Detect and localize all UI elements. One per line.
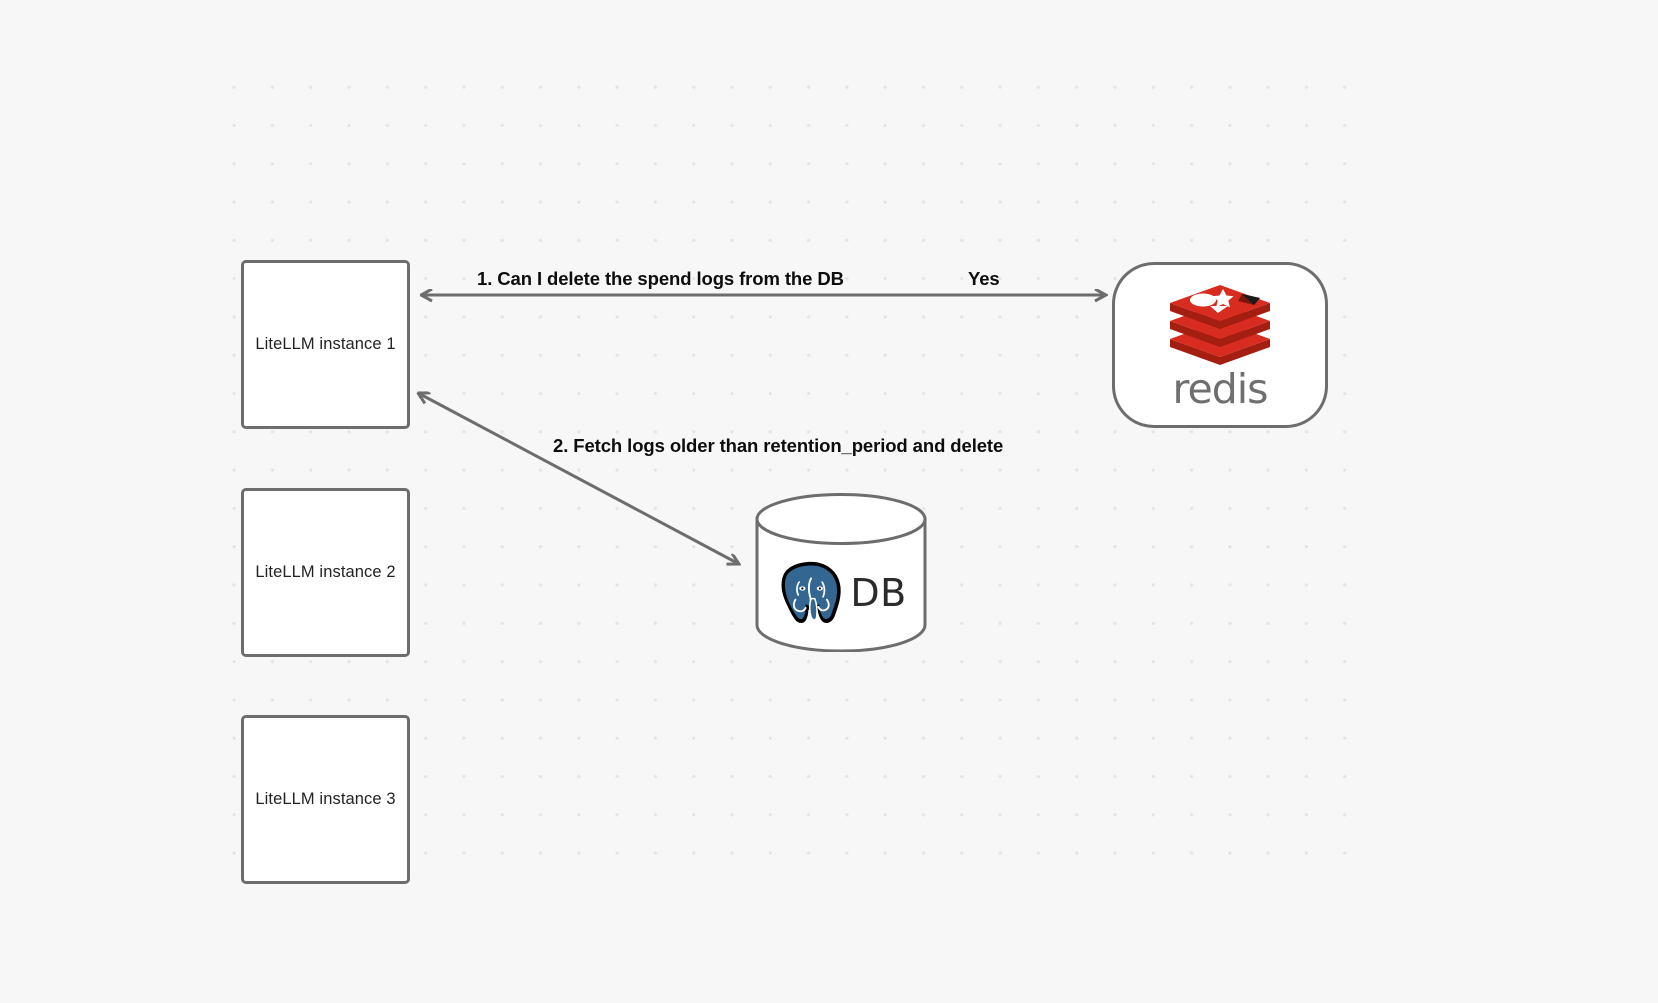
node-label: LiteLLM instance 1 [255, 335, 396, 353]
redis-stack-icon [1170, 284, 1270, 365]
node-redis[interactable]: redis [1112, 262, 1328, 428]
edge-label-step-2: 2. Fetch logs older than retention_perio… [553, 435, 1004, 456]
node-label: LiteLLM instance 2 [255, 563, 396, 581]
edge-instance1-db [418, 393, 739, 564]
redis-wordmark: redis [1172, 364, 1269, 413]
node-postgres-db[interactable]: DB [754, 492, 928, 652]
node-litellm-instance-3[interactable]: LiteLLM instance 3 [241, 715, 410, 884]
edge-label-yes: Yes [968, 268, 1000, 289]
db-logo-group: DB [754, 548, 928, 638]
postgresql-elephant-icon [781, 561, 842, 624]
node-litellm-instance-2[interactable]: LiteLLM instance 2 [241, 488, 410, 657]
node-label: LiteLLM instance 3 [255, 790, 396, 808]
redis-logo-group: redis [1166, 279, 1274, 410]
edge-label-step-1: 1. Can I delete the spend logs from the … [477, 268, 844, 289]
db-label: DB [850, 571, 907, 615]
node-litellm-instance-1[interactable]: LiteLLM instance 1 [241, 260, 410, 429]
